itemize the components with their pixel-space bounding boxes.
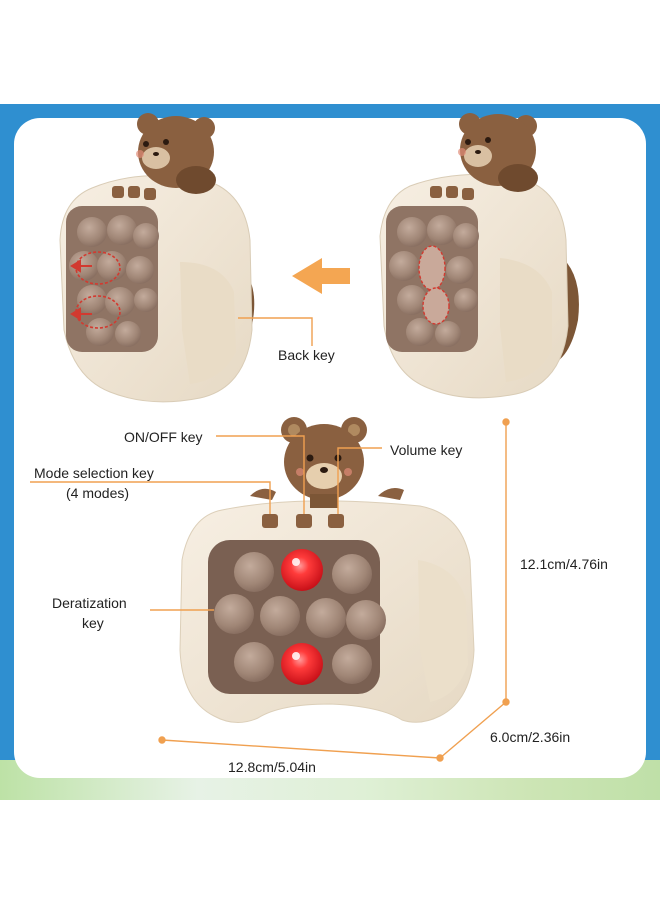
mode-selection-button xyxy=(262,514,278,528)
orange-left-arrow-icon xyxy=(292,258,350,294)
bear-head-left xyxy=(136,113,216,194)
volume-button xyxy=(328,514,344,528)
back-key-leader xyxy=(238,317,313,346)
bubble-grid-right xyxy=(389,215,479,347)
device-side-view-right xyxy=(379,113,579,399)
front-control-buttons xyxy=(262,514,344,528)
device-front-view xyxy=(179,417,475,723)
width-dimension-label: 12.8cm/5.04in xyxy=(228,759,316,775)
leader-lines xyxy=(30,435,382,611)
on-off-key-label: ON/OFF key xyxy=(124,429,203,445)
dimension-lines xyxy=(158,418,510,762)
deratization-key-label-line1: Deratization xyxy=(52,595,127,611)
bear-head-front xyxy=(281,417,367,508)
deratization-key-label-line2: key xyxy=(82,615,104,631)
bear-head-right xyxy=(458,113,538,192)
mode-selection-sub-label: (4 modes) xyxy=(66,485,130,501)
height-dimension-label: 12.1cm/4.76in xyxy=(520,556,608,572)
volume-key-label: Volume key xyxy=(390,442,463,458)
depth-dimension-label: 6.0cm/2.36in xyxy=(490,729,571,745)
lit-bubble-top xyxy=(281,549,323,591)
device-side-view-left xyxy=(59,113,255,403)
top-buttons xyxy=(112,186,156,200)
back-key-label: Back key xyxy=(278,347,335,363)
on-off-button xyxy=(296,514,312,528)
mode-selection-key-label: Mode selection key xyxy=(34,465,154,481)
bubble-grid-front xyxy=(214,549,386,685)
lit-bubble-bottom xyxy=(281,643,323,685)
